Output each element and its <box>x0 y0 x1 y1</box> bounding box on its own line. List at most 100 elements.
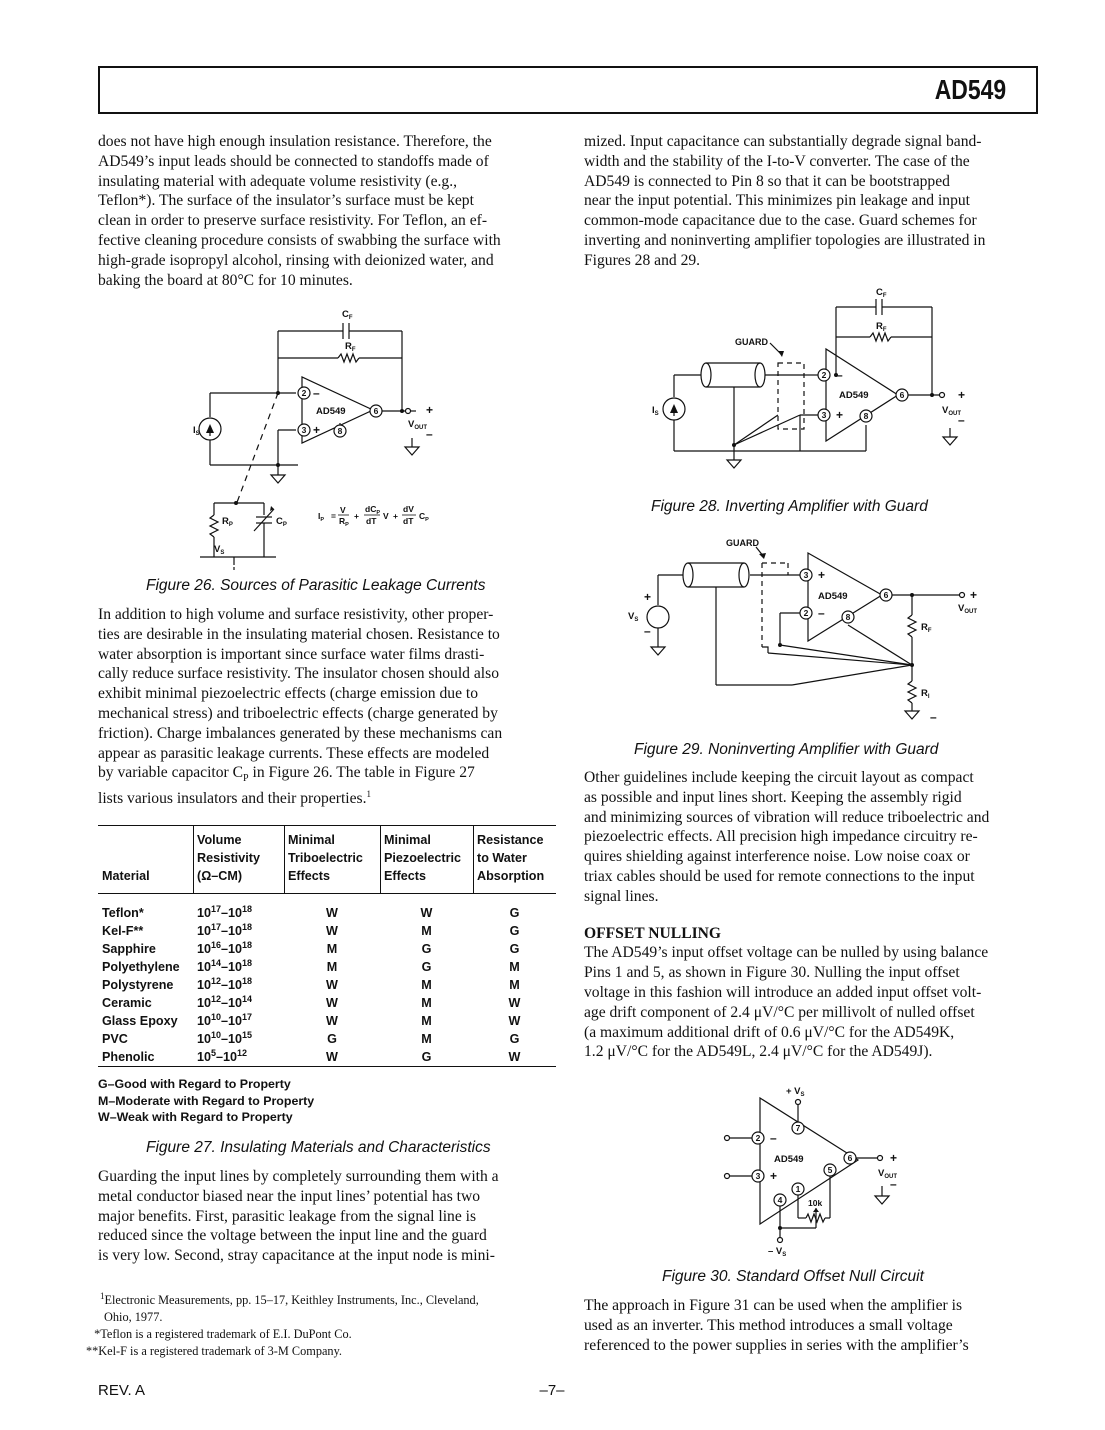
svg-text:5: 5 <box>828 1165 833 1175</box>
cell-material: Sapphire <box>102 942 156 956</box>
svg-text:3: 3 <box>756 1171 761 1181</box>
page-number: –7– <box>539 1382 565 1399</box>
cell-piezoelectric: M <box>421 924 432 938</box>
vout-plus: + <box>426 403 433 417</box>
svg-text:+: + <box>958 388 965 402</box>
cell-triboelectric: M <box>326 960 338 974</box>
plus-sign: + <box>313 423 320 437</box>
svg-text:6: 6 <box>848 1153 853 1163</box>
rf-label: RF <box>345 341 356 353</box>
cell-material: Polyethylene <box>102 960 180 974</box>
svg-text:6: 6 <box>900 390 905 400</box>
cell-resistivity: 1014–1018 <box>197 957 253 974</box>
figure-27-caption: Figure 27. Insulating Materials and Char… <box>146 1139 491 1156</box>
svg-text:–: – <box>890 1177 897 1191</box>
footnote-3: **Kel-F is a registered trademark of 3-M… <box>86 1344 343 1358</box>
svg-text:dT: dT <box>403 516 414 526</box>
paragraph: mized. Input capacitance can substantial… <box>584 133 986 269</box>
cell-material: Kel-F** <box>102 924 144 938</box>
cell-resistivity: 1016–1018 <box>197 939 253 956</box>
header-material: Material <box>98 825 193 894</box>
cell-material: Teflon* <box>102 906 144 920</box>
minus-sign: – <box>313 386 320 400</box>
header-box: AD549 <box>98 66 1038 114</box>
vout-label: VOUT <box>408 419 427 431</box>
svg-text:+: + <box>770 1169 777 1183</box>
svg-text:7: 7 <box>796 1123 801 1133</box>
paragraph: The approach in Figure 31 can be used wh… <box>584 1297 969 1354</box>
paragraph: The AD549’s input offset voltage can be … <box>584 944 989 1061</box>
vout-minus: – <box>426 427 433 441</box>
figure-26-schematic: 2 3 6 8 AD549 – + CF RF IS + VOUT – RP C… <box>193 309 433 570</box>
svg-text:=: = <box>331 511 336 521</box>
svg-text:AD549: AD549 <box>774 1154 804 1165</box>
figure-30-schematic: 2 3 7 6 5 1 4 AD549 – + + VS – VS 10k + … <box>723 1086 897 1258</box>
cell-piezoelectric: M <box>421 978 432 992</box>
footnotes: 1Electronic Measurements, pp. 15–17, Kei… <box>86 1290 554 1360</box>
svg-text:2: 2 <box>822 370 827 380</box>
svg-text:2: 2 <box>756 1133 761 1143</box>
cell-resistivity: 1017–1018 <box>197 903 253 920</box>
cell-triboelectric: W <box>326 1050 338 1064</box>
cell-triboelectric: M <box>326 942 338 956</box>
svg-text:8: 8 <box>846 612 851 622</box>
cell-piezoelectric: M <box>421 1032 432 1046</box>
revision-label: REV. A <box>98 1382 145 1399</box>
svg-text:RI: RI <box>921 688 930 700</box>
svg-text:CP: CP <box>419 511 429 523</box>
cell-piezoelectric: G <box>421 942 432 956</box>
svg-text:–: – <box>818 606 825 620</box>
svg-text:dV: dV <box>403 504 414 514</box>
svg-text:– VS: – VS <box>768 1246 786 1258</box>
svg-text:+: + <box>890 1151 897 1165</box>
svg-text:6: 6 <box>884 590 889 600</box>
left-column-mid: In addition to high volume and surface r… <box>98 605 558 809</box>
table-bottom-rule <box>98 1066 556 1067</box>
svg-text:1: 1 <box>796 1184 801 1194</box>
leakage-equation: IP = V RP + dCP dT V + dV dT CP <box>318 504 429 528</box>
svg-text:+: + <box>393 511 398 521</box>
footnote-2: *Teflon is a registered trademark of E.I… <box>91 1327 352 1341</box>
cell-water-absorption: G <box>509 1032 520 1046</box>
pin-3-label: 3 <box>302 425 307 435</box>
svg-text:CF: CF <box>876 287 887 299</box>
svg-text:3: 3 <box>822 410 827 420</box>
svg-text:+: + <box>644 590 651 604</box>
svg-text:+: + <box>354 511 359 521</box>
svg-text:GUARD: GUARD <box>726 538 759 548</box>
cell-piezoelectric: G <box>421 1050 432 1064</box>
is-label: IS <box>193 425 200 437</box>
cell-resistivity: 1017–1018 <box>197 921 253 938</box>
cell-water-absorption: G <box>509 942 520 956</box>
table-row: Sapphire 1016–1018 M G G <box>98 940 556 958</box>
svg-text:dCP: dCP <box>365 504 380 516</box>
pin-6-label: 6 <box>374 406 379 416</box>
cell-water-absorption: G <box>509 906 520 920</box>
figure-28-schematic: 2 3 6 8 AD549 – + CF RF IS GUARD + VOUT … <box>652 287 965 469</box>
figure-28-caption: Figure 28. Inverting Amplifier with Guar… <box>651 498 928 515</box>
cp-label: CP <box>276 516 287 528</box>
figure-26-caption: Figure 26. Sources of Parasitic Leakage … <box>146 577 486 594</box>
cell-triboelectric: W <box>326 978 338 992</box>
footnote-1: 1Electronic Measurements, pp. 15–17, Kei… <box>100 1290 479 1324</box>
svg-text:IP: IP <box>318 511 324 523</box>
svg-text:IS: IS <box>652 405 659 417</box>
cell-water-absorption: W <box>508 996 521 1010</box>
svg-text:GUARD: GUARD <box>735 337 768 347</box>
cell-piezoelectric: W <box>420 906 433 920</box>
svg-text:VOUT: VOUT <box>942 405 961 417</box>
svg-text:–: – <box>836 368 843 382</box>
cell-water-absorption: M <box>509 978 520 992</box>
legend-good: G–Good with Regard to Property <box>98 1077 291 1091</box>
svg-text:2: 2 <box>804 608 809 618</box>
figure-29-schematic: 3 2 6 8 AD549 + – GUARD + VS – + VOUT RF… <box>628 538 977 724</box>
cell-triboelectric: W <box>326 996 338 1010</box>
